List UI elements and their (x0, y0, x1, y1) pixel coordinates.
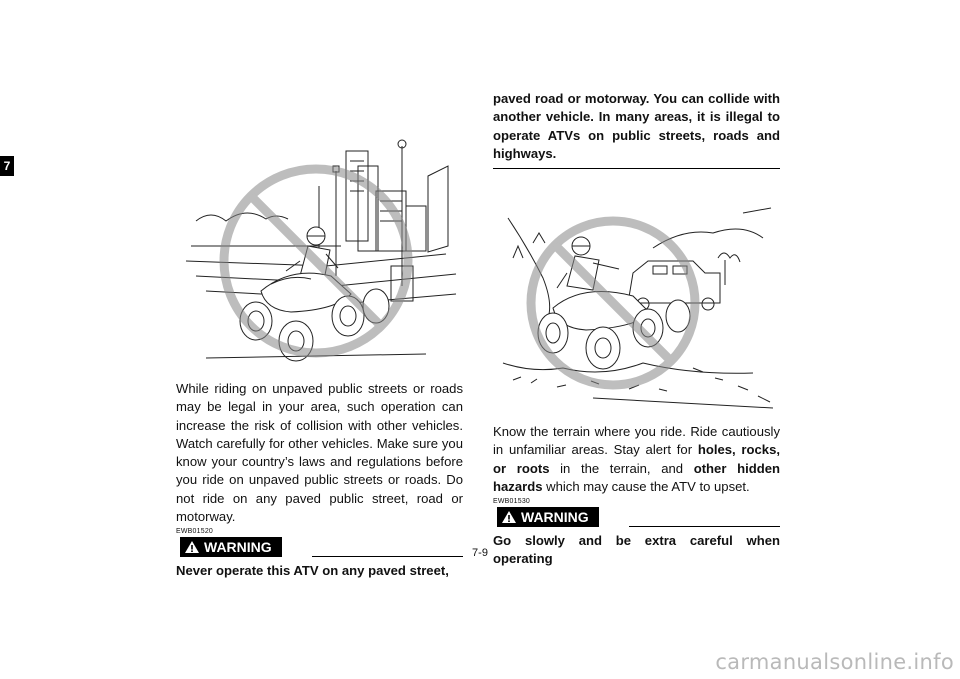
warning-rule-right (629, 526, 780, 528)
chapter-tab: 7 (0, 156, 14, 176)
right-column-bottom: Know the terrain where you ride. Ride ca… (493, 423, 780, 569)
illustration-atv-rough-terrain (502, 207, 774, 409)
page-number: 7-9 (472, 547, 488, 559)
warning-continuation-right: paved road or motorway. You can collide … (493, 91, 780, 161)
warning-badge-left: WARNING (180, 537, 282, 558)
right-paragraph-part-3: which may cause the ATV to upset. (542, 478, 750, 494)
warning-text-left: Never operate this ATV on any paved stre… (176, 563, 449, 579)
hazard-emphasis-1: holes, rocks, or roots (493, 442, 780, 476)
warning-label-left: WARNING (204, 539, 272, 556)
illustration-atv-on-paved-street (185, 139, 457, 362)
warning-header-left: WARNING (176, 537, 463, 559)
right-paragraph: Know the terrain where you ride. Ride ca… (493, 423, 780, 496)
warning-triangle-icon (185, 541, 199, 554)
warning-triangle-icon (502, 511, 516, 524)
warning-badge-right: WARNING (497, 507, 599, 528)
right-column-top: paved road or motorway. You can collide … (493, 90, 780, 170)
right-paragraph-part-2: in the terrain, and (549, 460, 694, 476)
warning-code-left: EWB01520 (176, 528, 214, 536)
warning-rule-left (312, 556, 463, 558)
right-paragraph-part-1: Know the terrain where you ride. Ride ca… (493, 424, 780, 458)
left-column: While riding on unpaved public streets o… (176, 380, 463, 581)
warning-code-right: EWB01530 (493, 498, 531, 506)
warning-label-right: WARNING (521, 509, 589, 526)
warning-text-right: Go slowly and be extra careful when oper… (493, 533, 780, 567)
warning-header-right: WARNING (493, 507, 780, 529)
watermark: carmanualsonline.info (715, 650, 954, 674)
hazard-emphasis-2: other hidden hazards (493, 460, 780, 494)
left-paragraph: While riding on unpaved public streets o… (176, 381, 463, 525)
warning-end-rule (493, 168, 780, 170)
